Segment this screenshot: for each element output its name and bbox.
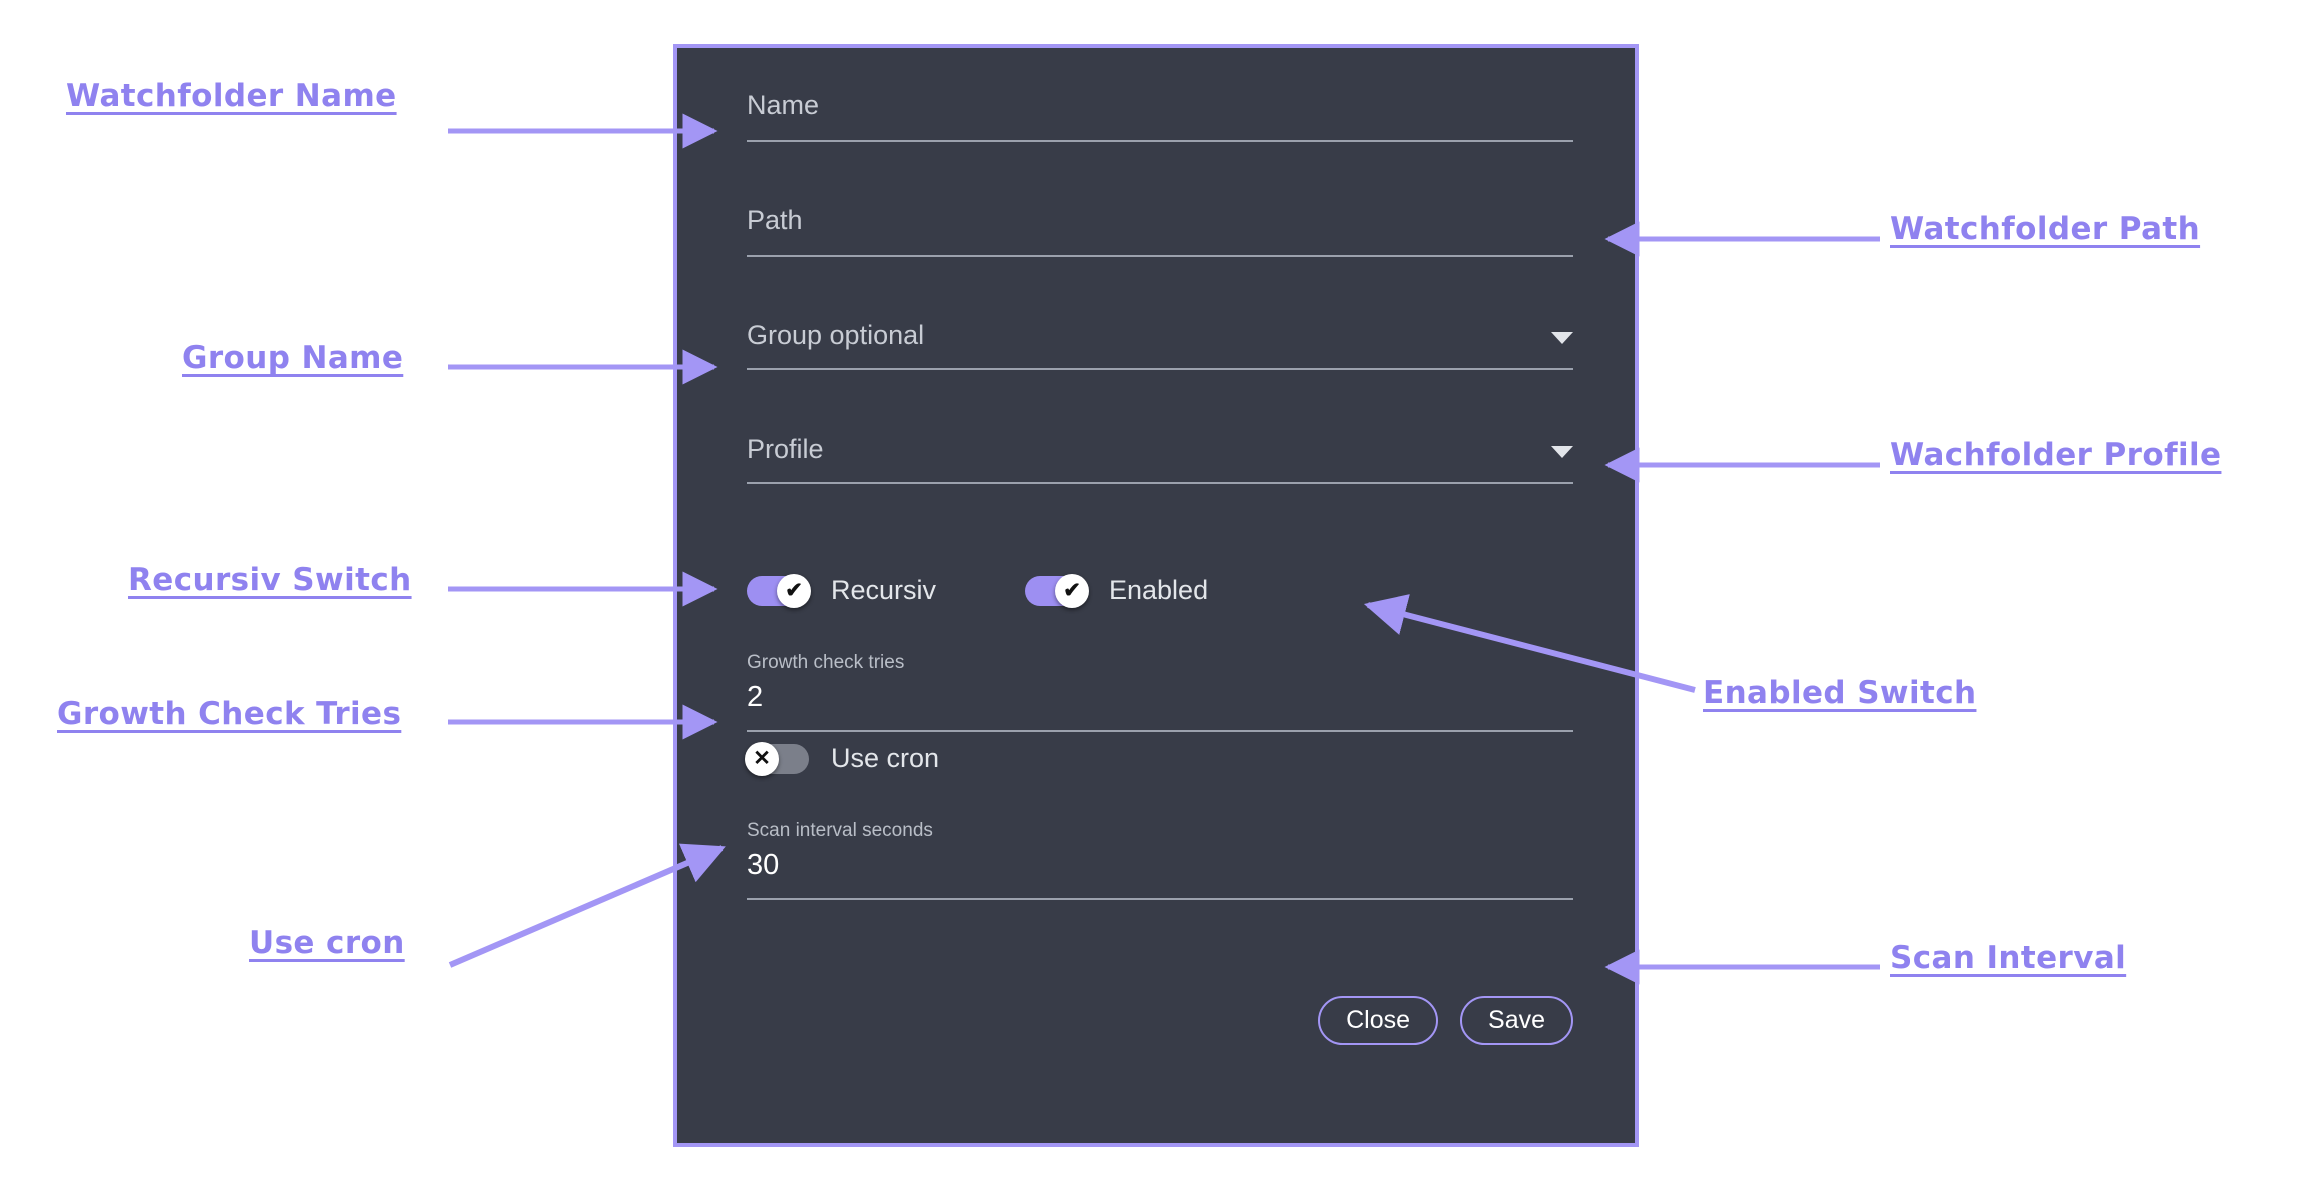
dialog-actions: Close Save: [747, 996, 1573, 1045]
growth-check-tries-field[interactable]: Growth check tries 2: [747, 652, 1573, 732]
growth-check-tries-label: Growth check tries: [747, 652, 905, 673]
annotation-wachfolder-profile: Wachfolder Profile: [1890, 437, 2222, 473]
scan-interval-seconds-label: Scan interval seconds: [747, 820, 933, 841]
scan-interval-seconds-value: 30: [747, 849, 780, 881]
use-cron-toggle[interactable]: ✕: [745, 741, 809, 776]
path-field-placeholder: Path: [747, 205, 803, 235]
path-field[interactable]: Path: [747, 205, 1573, 257]
scan-interval-seconds-field[interactable]: Scan interval seconds 30: [747, 820, 1573, 900]
chevron-down-icon[interactable]: [1551, 332, 1573, 344]
annotation-use-cron: Use cron: [249, 925, 405, 961]
annotation-enabled-switch: Enabled Switch: [1703, 675, 1977, 711]
name-field-underline: [747, 140, 1573, 142]
path-field-underline: [747, 255, 1573, 257]
profile-select-underline: [747, 482, 1573, 484]
profile-select-placeholder: Profile: [747, 434, 824, 464]
check-icon: ✔: [1055, 573, 1089, 608]
recursiv-toggle[interactable]: ✔: [747, 573, 811, 608]
enabled-toggle[interactable]: ✔: [1025, 573, 1089, 608]
group-select-underline: [747, 368, 1573, 370]
save-button[interactable]: Save: [1460, 996, 1573, 1045]
group-select[interactable]: Group optional: [747, 320, 1573, 370]
annotation-group-name: Group Name: [182, 340, 404, 376]
profile-select[interactable]: Profile: [747, 434, 1573, 484]
annotation-recursiv-switch: Recursiv Switch: [128, 562, 412, 598]
close-icon: ✕: [745, 741, 779, 776]
check-icon: ✔: [777, 573, 811, 608]
growth-check-tries-value: 2: [747, 681, 764, 713]
group-select-placeholder: Group optional: [747, 320, 925, 350]
chevron-down-icon[interactable]: [1551, 446, 1573, 458]
name-field-placeholder: Name: [747, 90, 820, 120]
use-cron-switch-row[interactable]: ✕ Use cron: [745, 741, 940, 776]
watchfolder-dialog: Name Path Group optional Profile: [673, 44, 1639, 1147]
name-field[interactable]: Name: [747, 90, 1573, 142]
enabled-switch-row[interactable]: ✔ Enabled: [1025, 573, 1209, 608]
annotation-watchfolder-path: Watchfolder Path: [1890, 211, 2201, 247]
recursiv-switch-row[interactable]: ✔ Recursiv: [747, 573, 937, 608]
use-cron-toggle-label: Use cron: [831, 743, 940, 773]
annotation-watchfolder-name: Watchfolder Name: [66, 78, 397, 114]
scan-interval-seconds-underline: [747, 898, 1573, 900]
growth-check-tries-underline: [747, 730, 1573, 732]
annotation-growth-check-tries: Growth Check Tries: [57, 696, 402, 732]
recursiv-toggle-label: Recursiv: [831, 575, 937, 605]
close-button[interactable]: Close: [1318, 996, 1439, 1045]
annotation-scan-interval: Scan Interval: [1890, 940, 2127, 976]
enabled-toggle-label: Enabled: [1109, 575, 1209, 605]
